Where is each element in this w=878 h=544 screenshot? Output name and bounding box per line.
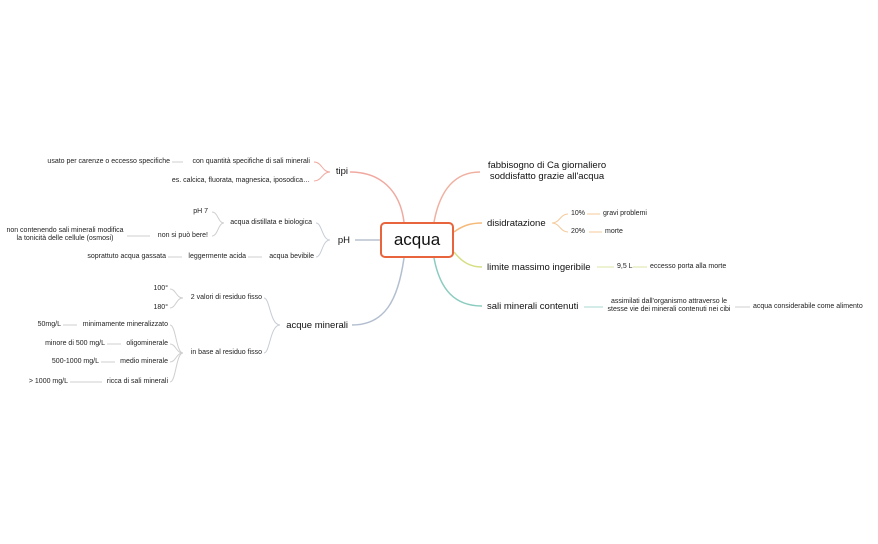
node-excess-death[interactable]: eccesso porta alla morte [650, 263, 727, 270]
branch-dehydration [453, 222, 483, 233]
node-range-minimal[interactable]: 50mg/L [37, 321, 61, 328]
node-death[interactable]: morte [605, 228, 623, 235]
node-specific-note[interactable]: usato per carenze o eccesso specifiche [47, 158, 170, 165]
node-range-oligo[interactable]: minore di 500 mg/L [45, 340, 105, 347]
node-range-rich[interactable]: > 1000 mg/L [28, 378, 68, 385]
branch-calcium [433, 171, 481, 223]
node-not-drinkable[interactable]: non si può bere! [157, 232, 208, 239]
topic-mineral-salts[interactable]: sali minerali contenuti [487, 301, 579, 312]
node-100[interactable]: 100° [153, 285, 168, 292]
node-180[interactable]: 180° [153, 304, 168, 311]
topic-ph[interactable]: pH [337, 235, 350, 246]
node-10-percent[interactable]: 10% [571, 210, 586, 217]
node-ph7[interactable]: pH 7 [193, 208, 208, 215]
node-specific-salts[interactable]: con quantità specifiche di sali minerali [192, 158, 310, 165]
node-assimilated[interactable]: assimilati dall'organismo attraverso le … [607, 298, 731, 314]
node-food[interactable]: acqua considerabile come alimento [753, 303, 863, 310]
node-class-medium[interactable]: medio minerale [120, 358, 168, 365]
topic-acque-minerali[interactable]: acque minerali [286, 320, 348, 331]
node-class-minimal[interactable]: minimamente mineralizzato [82, 321, 168, 328]
node-severe-problems[interactable]: gravi problemi [603, 210, 647, 217]
node-by-residue[interactable]: in base al residuo fisso [190, 349, 262, 356]
root-topic[interactable]: acqua [380, 222, 454, 258]
node-drinkable[interactable]: acqua bevibile [269, 253, 314, 260]
node-examples[interactable]: es. calcica, fluorata, magnesica, iposod… [171, 177, 310, 184]
node-not-drinkable-note[interactable]: non contenendo sali minerali modifica la… [6, 227, 124, 243]
topic-calcium[interactable]: fabbisogno di Ca giornaliero soddisfatto… [487, 160, 607, 183]
topic-max-limit[interactable]: limite massimo ingeribile [487, 262, 591, 273]
node-class-oligo[interactable]: oligominerale [126, 340, 168, 347]
branch-tipi [349, 171, 405, 223]
node-range-medium[interactable]: 500-1000 mg/L [51, 358, 99, 365]
branch-limit [453, 251, 483, 268]
topic-tipi[interactable]: tipi [335, 166, 348, 177]
node-sparkling[interactable]: soprattuto acqua gassata [87, 253, 166, 260]
branch-salts [433, 257, 483, 307]
node-residue-values[interactable]: 2 valori di residuo fisso [190, 294, 262, 301]
node-20-percent[interactable]: 20% [571, 228, 586, 235]
topic-dehydration[interactable]: disidratazione [487, 218, 546, 229]
node-class-rich[interactable]: ricca di sali minerali [106, 378, 168, 385]
branch-minerali [351, 257, 405, 326]
node-slightly-acid[interactable]: leggermente acida [188, 253, 246, 260]
node-9-5-l[interactable]: 9,5 L [617, 263, 633, 270]
node-distilled-water[interactable]: acqua distillata e biologica [230, 219, 312, 226]
